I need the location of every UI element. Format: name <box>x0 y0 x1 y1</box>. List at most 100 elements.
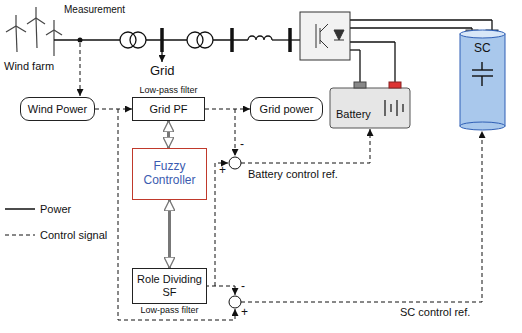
wind-turbines <box>15 15 16 26</box>
power-line <box>350 19 492 20</box>
battery-symbol <box>390 104 391 112</box>
power-line <box>288 28 292 52</box>
legend-text: Power <box>40 203 71 215</box>
control-signal-lines <box>80 43 482 320</box>
wind-turbines <box>16 26 17 52</box>
filter-caption: Low-pass filter <box>113 306 226 316</box>
battery-symbol <box>402 104 403 112</box>
component-label: Wind farm <box>4 60 54 73</box>
sign-label: + <box>219 164 226 178</box>
supercapacitor-symbol <box>460 122 505 130</box>
measurement-point <box>78 38 83 43</box>
wind-turbines <box>35 7 36 18</box>
supercapacitor-symbol <box>460 30 505 38</box>
signal-connector <box>95 109 132 110</box>
legend-sample <box>4 230 36 240</box>
wind-turbines <box>53 20 54 30</box>
legend-text: Control signal <box>40 229 107 241</box>
signal-connector <box>205 109 250 110</box>
sign-label: - <box>241 280 245 294</box>
battery-symbol <box>385 100 403 116</box>
grid-label: Grid <box>150 64 175 79</box>
filter-caption: Low-pass filter <box>113 86 224 96</box>
power-line <box>491 20 492 30</box>
battery-symbol <box>389 82 401 88</box>
converter <box>300 12 350 60</box>
control-signal-lines <box>80 43 81 96</box>
power-line <box>197 32 213 48</box>
wind-turbines <box>36 18 37 48</box>
power-line <box>230 28 234 52</box>
power-line <box>130 32 146 48</box>
supercapacitor-symbol <box>460 30 505 130</box>
power-line <box>54 20 492 82</box>
sign-label: - <box>240 138 244 152</box>
wind-turbines <box>36 18 45 24</box>
controller-box: Fuzzy Controller <box>132 148 207 200</box>
component-label: SC <box>474 42 491 56</box>
node-text: Grid power <box>260 103 314 116</box>
filter-box: Grid PFLow-pass filter <box>132 97 205 121</box>
summing-junction <box>229 296 241 308</box>
power-line <box>350 41 395 42</box>
battery-symbol <box>384 100 385 116</box>
node-text: Role Dividing SF <box>137 273 202 298</box>
measurement-label: Measurement <box>64 4 125 16</box>
wind-turbines <box>27 18 36 24</box>
node-text: Grid PF <box>150 103 188 116</box>
converter <box>334 30 344 40</box>
supercapacitor-symbol <box>481 76 482 86</box>
battery-symbol <box>354 82 366 88</box>
converter <box>316 24 317 48</box>
power-line <box>394 42 395 82</box>
control-signal-lines <box>241 131 482 302</box>
power-line <box>350 27 472 28</box>
node-text: Fuzzy Controller <box>137 160 202 188</box>
wind-turbines <box>53 30 54 56</box>
power-line <box>161 40 162 62</box>
legend-row: Power <box>4 196 107 222</box>
battery-symbol <box>330 88 410 128</box>
power-line <box>350 49 360 50</box>
converter <box>300 12 350 60</box>
signal-label: SC control ref. <box>400 306 470 319</box>
battery-symbol <box>330 82 410 128</box>
node-text: Wind Power <box>28 103 87 116</box>
power-line <box>359 50 360 82</box>
control-signal-lines <box>118 109 235 320</box>
double-arrow <box>168 200 171 268</box>
wind-turbines <box>6 7 62 56</box>
power-line <box>187 32 203 48</box>
legend-row: Control signal <box>4 222 107 248</box>
control-signal-lines <box>235 109 236 156</box>
supercapacitor-symbol <box>472 69 493 70</box>
component-label: Battery <box>336 108 371 121</box>
wind-turbines <box>46 30 54 35</box>
wind-turbines <box>54 30 62 35</box>
supercapacitor-symbol <box>481 62 482 70</box>
power-line <box>146 39 187 40</box>
control-signal-lines <box>215 163 228 286</box>
converter <box>334 40 344 41</box>
filter-box: Role Dividing SFLow-pass filter <box>132 268 207 304</box>
converter <box>320 24 328 32</box>
supercapacitor-symbol <box>460 34 505 126</box>
signal-label: Battery control ref. <box>248 168 338 181</box>
double-arrow <box>167 121 170 148</box>
supercapacitor-symbol <box>472 62 493 86</box>
wind-turbines <box>16 26 26 32</box>
summing-junction <box>229 157 241 169</box>
converter <box>320 28 321 44</box>
wind-turbines <box>6 26 16 32</box>
power-line <box>248 36 272 40</box>
legend: PowerControl signal <box>4 196 107 248</box>
power-line <box>272 39 300 40</box>
legend-line <box>5 235 35 236</box>
sign-label: + <box>241 306 248 320</box>
summing-junction <box>229 157 241 308</box>
legend-line <box>5 208 35 210</box>
signal-box: Grid power <box>250 97 323 121</box>
legend-sample <box>4 204 36 214</box>
control-signal-lines <box>241 129 370 163</box>
